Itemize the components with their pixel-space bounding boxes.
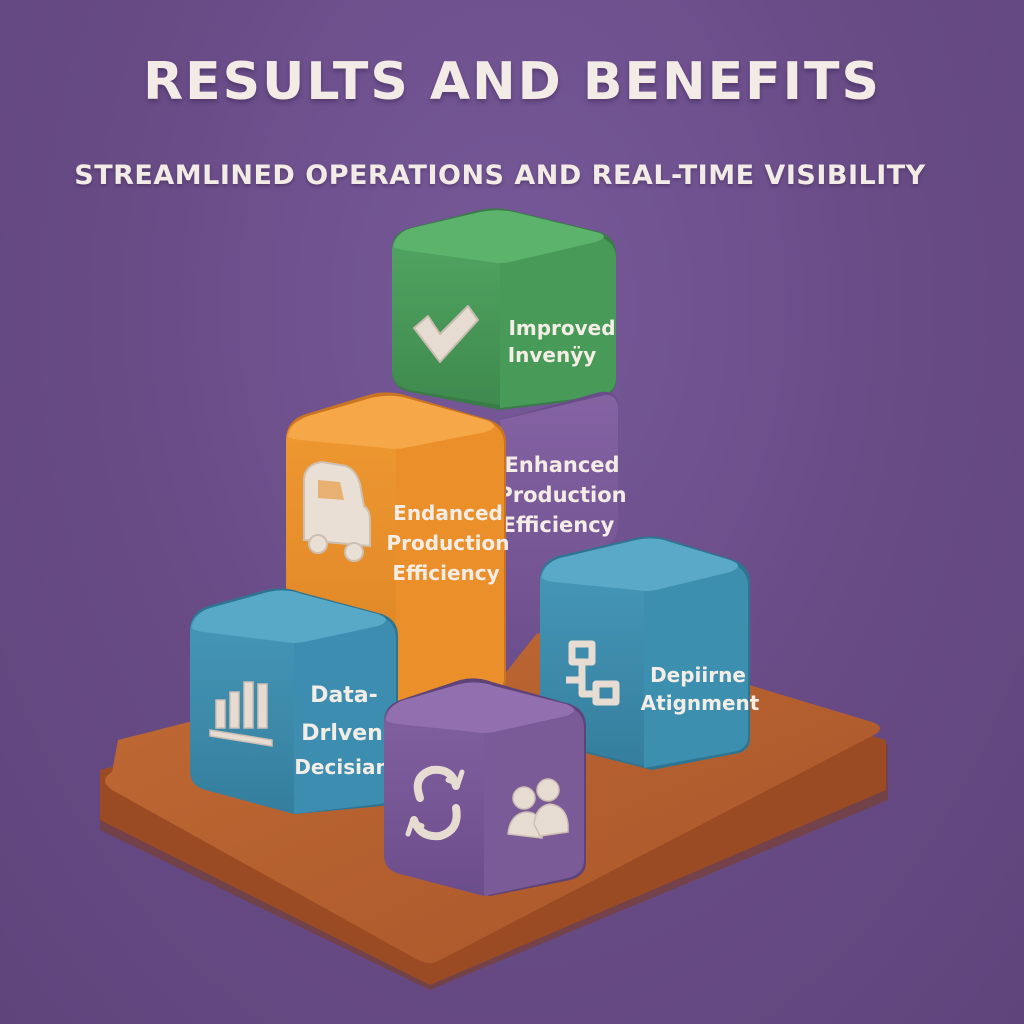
block-label-line: Depiirne (650, 663, 746, 687)
people-icon (507, 778, 569, 839)
page-subtitle: STREAMLINED OPERATIONS AND REAL-TIME VIS… (74, 160, 926, 191)
checkmark-icon (413, 305, 479, 363)
block-collaboration (384, 678, 586, 896)
block-label-line: Drlven (301, 721, 383, 746)
flowchart-icon (566, 640, 620, 706)
block-enhanced-production-efficiency: Enhanced Production Efficiency (497, 391, 627, 680)
block-label-line: Atignment (641, 691, 760, 715)
vehicle-icon (303, 460, 371, 562)
block-label-line: Production (386, 531, 509, 555)
block-label-line: Endanced (393, 501, 503, 525)
block-label-line: Efficiency (392, 561, 499, 585)
block-label-line: Efficiency (502, 513, 615, 537)
page-title: RESULTS AND BENEFITS (143, 52, 881, 112)
cycle-icon (405, 765, 465, 841)
block-label-line: Invenÿy (508, 343, 597, 367)
block-data-driven-decision: Data- Drlven Decisian (190, 588, 398, 814)
block-label-line: Production (497, 483, 626, 507)
block-label-line: Improved (508, 316, 615, 340)
block-improved-inventory: Improved Invenÿy (392, 208, 616, 410)
block-label-line: Data- (310, 683, 378, 708)
block-label-line: Enhanced (504, 453, 619, 477)
block-label-line: Decisian (294, 755, 389, 779)
bar-chart-icon (209, 681, 273, 747)
